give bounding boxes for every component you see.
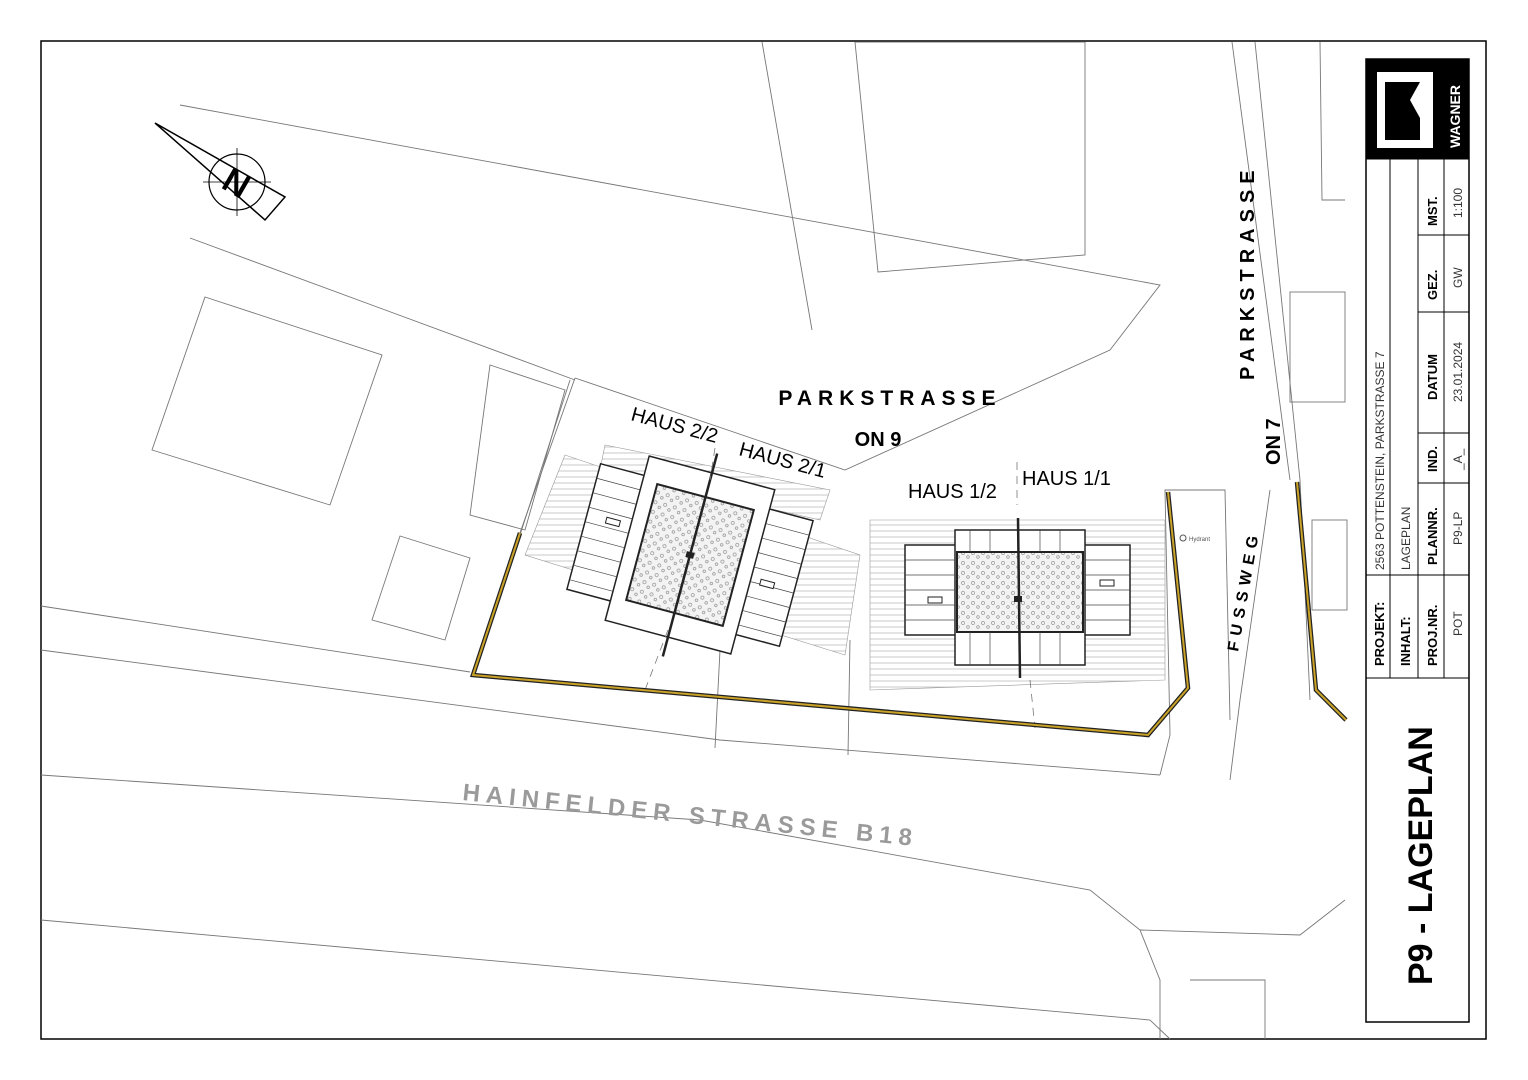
label-haus-1-1: HAUS 1/1 <box>1022 468 1111 490</box>
logo-text: WAGNER <box>1447 85 1463 148</box>
val-ind: _A_ <box>1451 448 1465 471</box>
label-parkstrasse-top: PARKSTRASSE <box>778 387 1001 410</box>
hdr-datum: DATUM <box>1425 354 1440 400</box>
sheet-title: P9 - LAGEPLAN <box>1402 726 1440 985</box>
hdr-gez: GEZ. <box>1425 270 1440 300</box>
label-parkstrasse-right: PARKSTRASSE <box>1237 164 1259 380</box>
label-on7: ON 7 <box>1263 418 1285 465</box>
val-gez: GW <box>1451 267 1465 288</box>
hydrant-icon: Hydrant <box>1179 534 1210 543</box>
building-haus-1 <box>904 517 1131 679</box>
axis-lines <box>644 447 1036 729</box>
context-lines <box>40 41 1346 1040</box>
north-arrow-icon: N <box>154 122 287 222</box>
hdr-mst: MST. <box>1425 196 1440 226</box>
property-boundary <box>469 481 1348 738</box>
label-fussweg: FUSSWEG <box>1225 529 1263 653</box>
label-haus-2-2: HAUS 2/2 <box>629 404 721 448</box>
label-haus-1-2: HAUS 1/2 <box>908 481 997 503</box>
hdr-projnr: PROJ.NR. <box>1425 605 1440 666</box>
label-hainfelder-strasse: HAINFELDER STRASSE B18 <box>461 779 919 852</box>
inhalt-value: LAGEPLAN <box>1399 507 1413 570</box>
drawing-frame <box>40 40 1487 1040</box>
title-block: WAGNER MST. GEZ. DATUM IND. PLANNR. PROJ… <box>1365 58 1470 1023</box>
projekt-label: PROJEKT: <box>1372 602 1387 666</box>
projekt-value: 2563 POTTENSTEIN, PARKSTRASSE 7 <box>1373 351 1387 570</box>
val-projnr: POT <box>1451 611 1465 636</box>
hdr-plannr: PLANNR. <box>1425 507 1440 565</box>
hdr-ind: IND. <box>1425 446 1440 472</box>
inhalt-label: INHALT: <box>1398 616 1413 666</box>
label-on9: ON 9 <box>855 429 902 451</box>
val-mst: 1:100 <box>1451 188 1465 218</box>
hydrant-label: Hydrant <box>1189 537 1210 543</box>
building-haus-2 <box>566 453 814 657</box>
val-plannr: P9-LP <box>1451 512 1465 545</box>
val-datum: 23.01.2024 <box>1451 342 1465 402</box>
neighbour-buildings <box>151 291 1348 641</box>
